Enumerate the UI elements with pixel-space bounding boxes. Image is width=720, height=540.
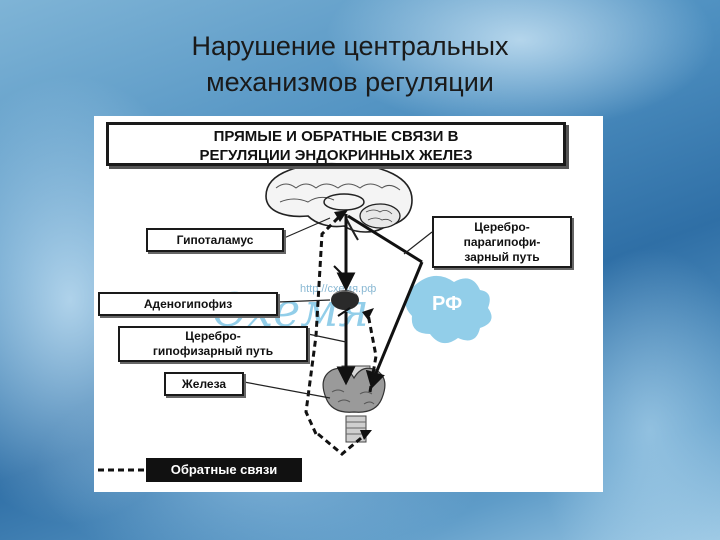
label-cerebro-parahypophyseal-line1: Церебро-	[474, 220, 530, 234]
label-hypothalamus: Гипоталамус	[146, 228, 284, 252]
watermark-badge-text: РФ	[432, 293, 462, 315]
label-cerebro-hypophyseal-line1: Церебро-	[185, 329, 241, 343]
label-adenohypophysis-text: Аденогипофиз	[143, 297, 233, 311]
diagram-panel: Схемя РФ http://схемя.рф	[94, 116, 603, 492]
label-adenohypophysis: Аденогипофиз	[98, 292, 278, 316]
feedback-cross-marks	[333, 265, 351, 317]
feedback-arrowheads	[334, 210, 374, 440]
label-gland: Железа	[164, 372, 244, 396]
diagram-graphics: Схемя РФ http://схемя.рф	[98, 162, 492, 472]
diagram-header-line1: ПРЯМЫЕ И ОБРАТНЫЕ СВЯЗИ В	[213, 128, 459, 145]
feedback-bottom-loop	[317, 432, 367, 456]
watermark-badge-splash	[405, 275, 492, 344]
diagram-header-line2: РЕГУЛЯЦИИ ЭНДОКРИННЫХ ЖЕЛЕЗ	[199, 147, 473, 164]
path-parahypophyseal-upper	[347, 214, 423, 264]
label-gland-text: Железа	[181, 377, 227, 391]
label-cerebro-parahypophyseal-path: Церебро- парагипофи- зарный путь	[432, 216, 572, 268]
arrowhead-parahypophyseal	[365, 369, 385, 389]
label-cerebro-parahypophyseal-line2: парагипофи-	[463, 235, 541, 249]
slide-title: Нарушение центральных механизмов регуляц…	[0, 28, 700, 100]
slide-title-line2: механизмов регуляции	[206, 67, 494, 97]
arrowhead-to-adenohypophysis	[336, 272, 356, 292]
feedback-arrowhead-adenohypophysis	[362, 308, 374, 320]
label-cerebro-hypophyseal-path: Церебро- гипофизарный путь	[118, 326, 308, 362]
label-connectors	[243, 217, 433, 399]
arrowhead-to-gland	[336, 366, 356, 386]
legend-feedback-label: Обратные связи	[146, 458, 302, 482]
brain-illustration	[265, 162, 413, 241]
feedback-gland-to-adenohypophysis	[366, 313, 378, 393]
slide-title-line1: Нарушение центральных	[191, 31, 509, 61]
path-parahypophyseal-lower	[372, 261, 424, 379]
feedback-arrowhead-bottom	[360, 430, 372, 440]
diagram-header: ПРЯМЫЕ И ОБРАТНЫЕ СВЯЗИ В РЕГУЛЯЦИИ ЭНДО…	[106, 122, 566, 166]
adenohypophysis-illustration	[331, 290, 359, 310]
feedback-arrowhead-hypothalamus	[334, 210, 348, 222]
label-cerebro-parahypophyseal-line3: зарный путь	[464, 250, 540, 264]
label-hypothalamus-text: Гипоталамус	[176, 233, 254, 247]
direct-pathways	[336, 214, 424, 389]
label-cerebro-hypophyseal-line2: гипофизарный путь	[152, 344, 274, 358]
